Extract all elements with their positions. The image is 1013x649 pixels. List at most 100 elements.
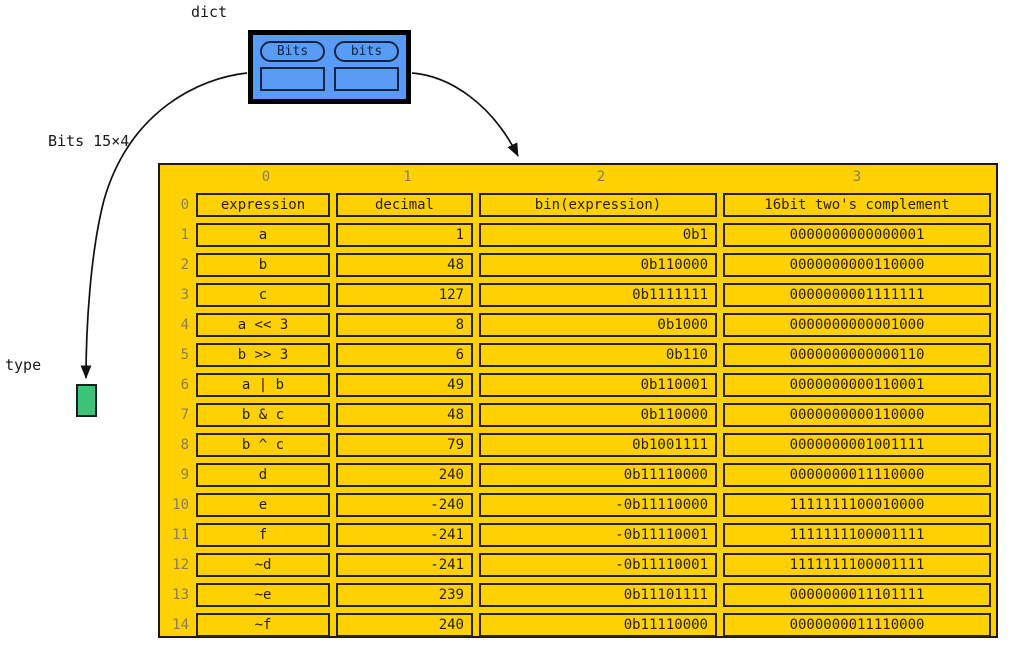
row-index-5: 5 [180,347,189,363]
table-cell: 240 [336,613,473,637]
table-cell: 0000000001111111 [723,283,991,307]
table-cell: ~f [196,613,330,637]
table-cell: 0b110 [479,343,717,367]
row-index-14: 14 [172,617,189,633]
column-header-cell: bin(expression) [479,193,717,217]
table-cell: 1111111100001111 [723,553,991,577]
row-index-3: 3 [180,287,189,303]
table-cell: -241 [336,553,473,577]
type-label: type [5,356,42,374]
table-cell: a | b [196,373,330,397]
row-index-9: 9 [180,467,189,483]
table-cell: c [196,283,330,307]
dict-key-bits-lower[interactable]: bits [334,41,399,62]
table-cell: ~d [196,553,330,577]
table-cell: -240 [336,493,473,517]
row-index-7: 7 [180,407,189,423]
table-cell: 0000000001001111 [723,433,991,457]
dict-value-slot-0[interactable] [260,67,325,91]
table-cell: 48 [336,403,473,427]
dict-value-slot-1[interactable] [334,67,399,91]
row-index-0: 0 [180,197,189,213]
type-node[interactable] [76,384,97,417]
table-cell: ~e [196,583,330,607]
table-cell: 0000000000000001 [723,223,991,247]
table-cell: 0000000011110000 [723,463,991,487]
edge-label-bits: Bits 15×4 [48,132,130,150]
column-header-cell: 16bit two's complement [723,193,991,217]
table-cell: 0b1111111 [479,283,717,307]
table-cell: 0000000000110000 [723,253,991,277]
table-cell: 1 [336,223,473,247]
table-cell: 0b1001111 [479,433,717,457]
column-index-2: 2 [596,169,606,185]
table-cell: d [196,463,330,487]
table-cell: 0000000000110000 [723,403,991,427]
table-cell: f [196,523,330,547]
row-index-8: 8 [180,437,189,453]
column-header-cell: expression [196,193,330,217]
table-cell: 0000000011110000 [723,613,991,637]
table-cell: -0b11110000 [479,493,717,517]
row-index-12: 12 [172,557,189,573]
table-cell: 0b1 [479,223,717,247]
row-index-4: 4 [180,317,189,333]
table-cell: 0b110000 [479,253,717,277]
table-cell: 239 [336,583,473,607]
table-cell: 0b11110000 [479,613,717,637]
table-cell: 1111111100010000 [723,493,991,517]
table-cell: -0b11110001 [479,553,717,577]
dict-key-row: Bits bits [260,41,399,62]
table-cell: 0b11101111 [479,583,717,607]
table-cell: a [196,223,330,247]
table-cell: -241 [336,523,473,547]
table-cell: 48 [336,253,473,277]
table-cell: 240 [336,463,473,487]
table-cell: 79 [336,433,473,457]
table-cell: 127 [336,283,473,307]
table-cell: 0000000000001000 [723,313,991,337]
arrow-dict-to-table [411,72,519,157]
row-index-10: 10 [172,497,189,513]
row-index-2: 2 [180,257,189,273]
table-cell: 0b1000 [479,313,717,337]
table-cell: 6 [336,343,473,367]
table-cell: 0000000000000110 [723,343,991,367]
dict-node[interactable]: Bits bits [248,30,411,104]
table-cell: 0b110000 [479,403,717,427]
table-cell: 0000000000110001 [723,373,991,397]
table-cell: e [196,493,330,517]
row-index-6: 6 [180,377,189,393]
table-cell: b ^ c [196,433,330,457]
dict-key-bits-upper[interactable]: Bits [260,41,325,62]
table-cell: -0b11110001 [479,523,717,547]
dict-value-row [260,67,399,91]
column-index-1: 1 [403,169,412,185]
table-cell: 1111111100001111 [723,523,991,547]
table-cell: 8 [336,313,473,337]
table-cell: b [196,253,330,277]
column-index-3: 3 [852,169,862,185]
table-cell: 0b110001 [479,373,717,397]
column-header-cell: decimal [336,193,473,217]
dict-label: dict [191,3,228,21]
table-cell: 0b11110000 [479,463,717,487]
